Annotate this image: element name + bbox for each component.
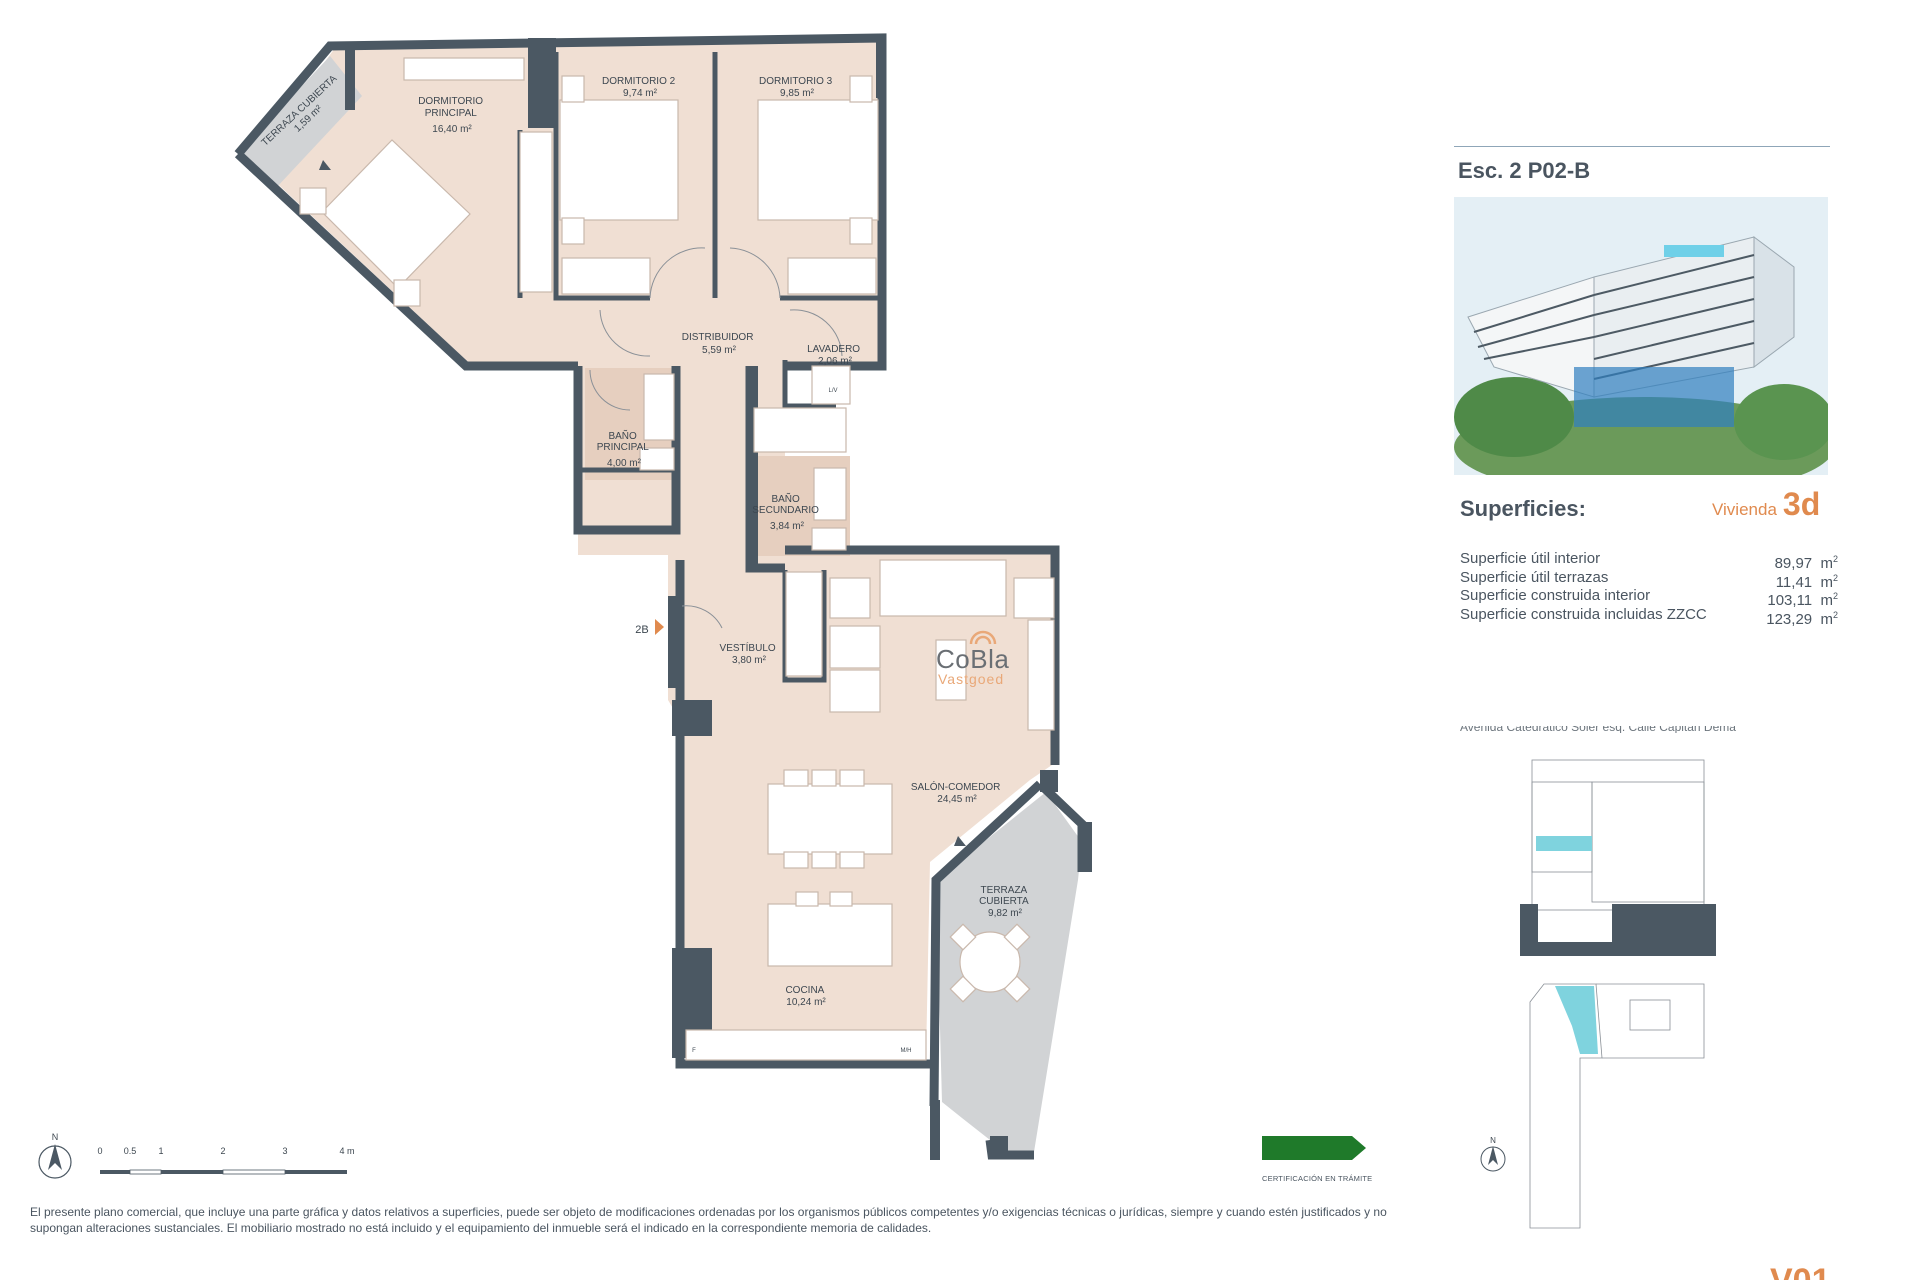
certification-label: CERTIFICACIÓN EN TRÁMITE — [1262, 1174, 1373, 1183]
scale-bar — [100, 1169, 347, 1175]
oven-label: M/H — [901, 1048, 912, 1054]
entrance-tag: 2B — [635, 624, 648, 636]
view-arrow-icon — [319, 160, 331, 170]
door-swings — [589, 247, 843, 629]
dormitorio-principal-label: DORMITORIO PRINCIPAL 16,40 m² — [418, 96, 486, 135]
area-unit: m — [1820, 555, 1833, 572]
area-row: Superficie útil interior 89,97 m2 — [1460, 550, 1838, 572]
superficies-title: Superficies: — [1460, 496, 1586, 521]
scale-tick: 0.5 — [124, 1146, 137, 1156]
bano-principal-label: BAÑO PRINCIPAL 4,00 m² — [597, 429, 651, 469]
area-unit: m — [1820, 610, 1833, 628]
dormitorio2-label: DORMITORIO 2 9,74 m² — [602, 76, 678, 99]
location-text: Avenida Catedrático Soler esq. Calle Cap… — [1460, 726, 1736, 733]
unit-code: Esc. 2 P02-B — [1458, 158, 1591, 183]
area-value: 11,41 — [1775, 573, 1813, 591]
terraza-cubierta-label: TERRAZA CUBIERTA 9,82 m² — [979, 885, 1031, 919]
furniture — [299, 57, 1055, 1061]
area-unit: m — [1820, 573, 1833, 591]
vivienda-code: 3d — [1782, 486, 1821, 522]
salon-label: SALÓN-COMEDOR 24,45 m² — [911, 780, 1003, 805]
entrance-arrow-icon — [655, 619, 664, 635]
cobla-logo: CoBla Vastgoed — [934, 622, 1034, 687]
scale-tick: 0 — [97, 1146, 102, 1156]
area-unit: m — [1820, 592, 1833, 609]
areas-table: Superficie útil interior 89,97 m2 Superf… — [1460, 550, 1838, 628]
building-render — [1454, 197, 1828, 475]
area-label: Superficie útil terrazas — [1460, 568, 1609, 586]
logo-sub: Vastgoed — [938, 671, 1005, 687]
fridge-label: F — [692, 1048, 696, 1054]
vivienda-type: Vivienda 3d — [1712, 486, 1820, 523]
area-label: Superficie útil interior — [1460, 550, 1601, 567]
lavadero-label: LAVADERO 2,06 m² — [807, 344, 863, 367]
distribuidor-label: DISTRIBUIDOR 5,59 m² — [682, 332, 756, 356]
bano-secundario-label: BAÑO SECUNDARIO 3,84 m² — [752, 492, 821, 532]
area-value: 123,29 — [1766, 610, 1813, 628]
logo-name: CoBla — [936, 644, 1010, 674]
scale-tick: 1 — [158, 1146, 163, 1156]
dormitorio3-label: DORMITORIO 3 9,85 m² — [759, 76, 835, 99]
key-plan-upper-base — [1520, 904, 1716, 956]
area-row: Superficie construida interior 103,11 m2 — [1460, 587, 1838, 609]
washer-label: L/V — [828, 388, 837, 394]
key-plan-lower — [1529, 983, 1705, 1229]
area-value: 103,11 — [1767, 592, 1813, 609]
north-label: N — [52, 1132, 59, 1142]
scale-tick: 2 — [220, 1146, 225, 1156]
area-label: Superficie construida interior — [1460, 587, 1651, 604]
energy-certificate-arrow-icon — [1262, 1136, 1366, 1160]
key-plan-north-label: N — [1490, 1136, 1496, 1145]
version-label: V01 — [1770, 1262, 1831, 1280]
area-row: Superficie útil terrazas 11,41 m2 — [1460, 568, 1838, 591]
scale-tick: 4 m — [339, 1146, 354, 1156]
area-row: Superficie construida incluidas ZZCC 123… — [1460, 605, 1838, 628]
logo-mark-icon — [969, 630, 997, 644]
cocina-label: COCINA 10,24 m² — [785, 985, 826, 1008]
scale-tick: 3 — [282, 1146, 287, 1156]
vivienda-word: Vivienda — [1712, 500, 1777, 519]
key-plan-north-icon — [1480, 1146, 1506, 1172]
disclaimer-text: El presente plano comercial, que incluye… — [30, 1205, 1387, 1235]
terraza-principal-floor — [238, 56, 362, 188]
vestibulo-label: VESTÍBULO 3,80 m² — [720, 641, 779, 666]
key-plan-upper — [1531, 759, 1705, 911]
sidebar-rule — [1454, 146, 1830, 147]
view-arrow-icon — [954, 836, 966, 846]
north-arrow-icon — [38, 1144, 72, 1179]
area-label: Superficie construida incluidas ZZCC — [1460, 605, 1707, 623]
area-value: 89,97 — [1774, 555, 1813, 572]
